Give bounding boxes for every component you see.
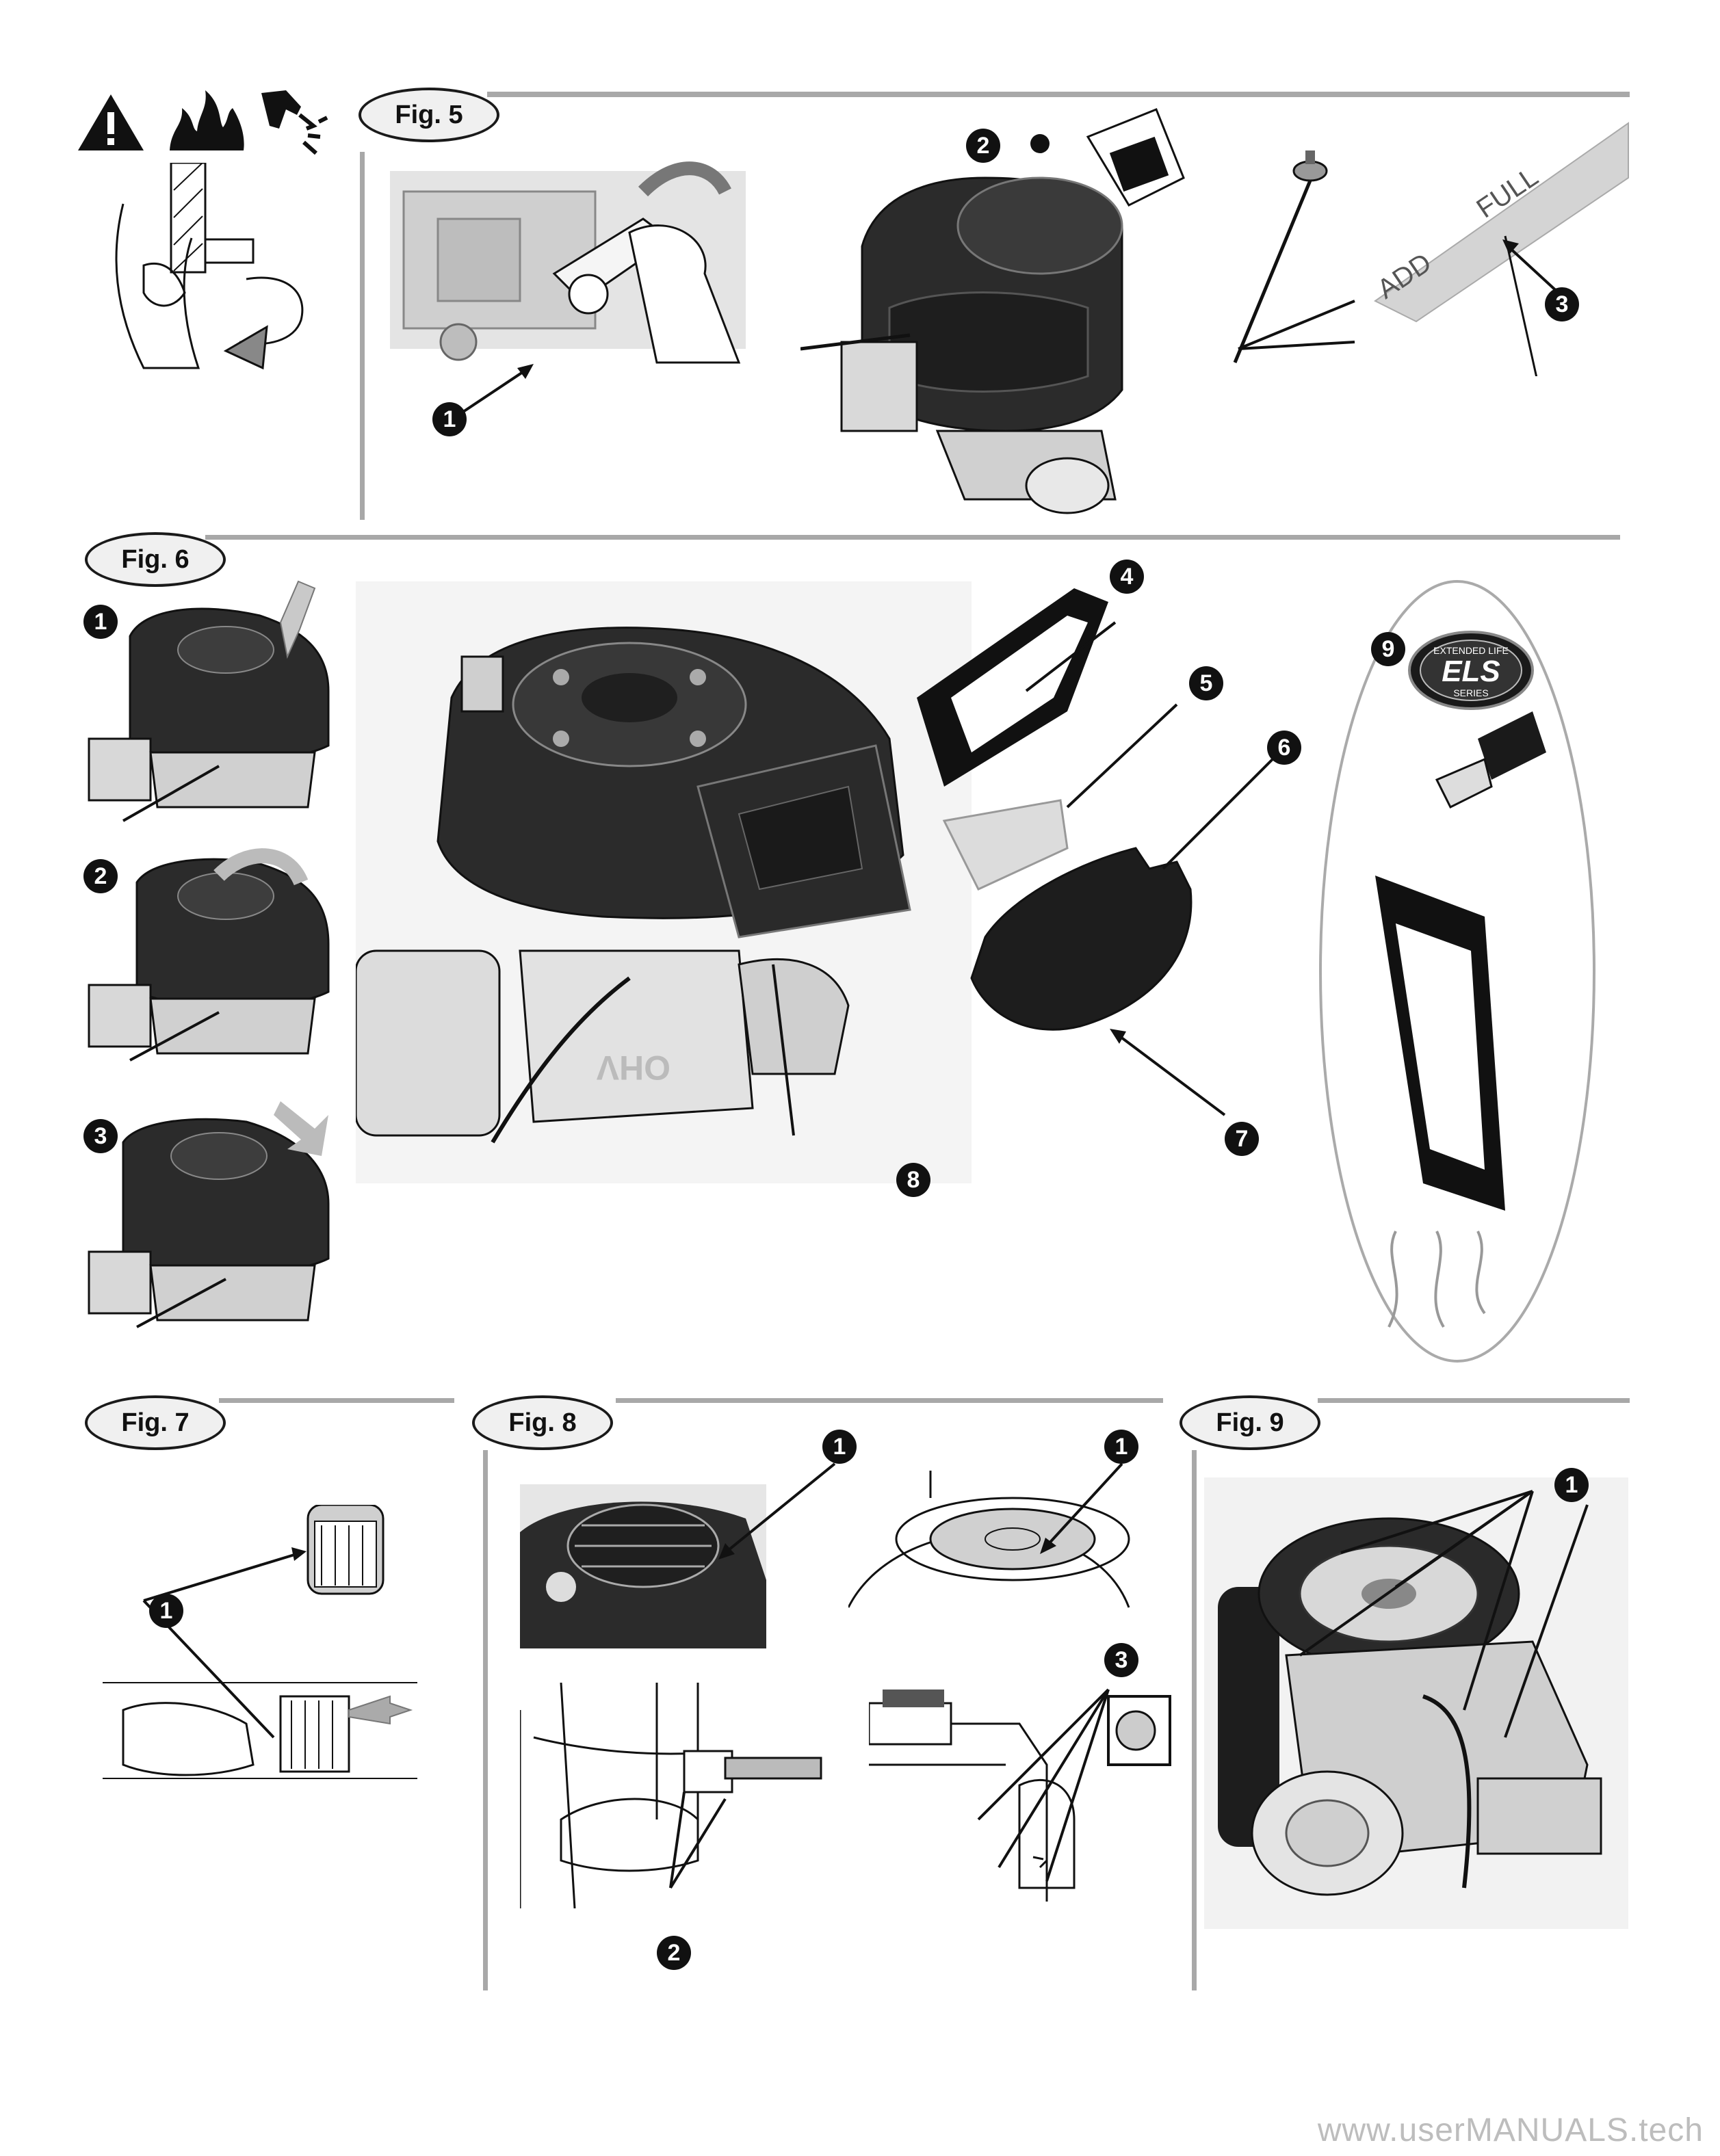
fig8-callout1-arrow-left: [718, 1462, 836, 1560]
fig7-callout-1: 1: [149, 1594, 183, 1628]
warning-triangle-icon: [78, 94, 144, 150]
fuel-line-illustration: [115, 163, 304, 370]
fig6-callout-5: 5: [1189, 666, 1223, 700]
fig6-label: Fig. 6: [85, 532, 226, 587]
fig6-els-oval-panel: EXTENDED LIFE ELS SERIES: [1319, 580, 1595, 1363]
fig5-engine-oil-fill-illustration: [800, 108, 1185, 514]
fig6-callout-3: 3: [83, 1119, 118, 1153]
fig8-label: Fig. 8: [472, 1395, 613, 1450]
fig5-arrow-3: [1502, 239, 1561, 295]
fig6-step2-engine: [88, 848, 330, 1062]
fig6-main-engine: OHV: [356, 581, 972, 1183]
fig6-callout-9: 9: [1371, 632, 1405, 666]
watermark-text: www.userMANUALS.tech: [1317, 2112, 1704, 2148]
fire-icon: [170, 90, 244, 150]
fig5-label: Fig. 5: [359, 88, 499, 142]
fig8-callout-2: 2: [657, 1936, 691, 1970]
fig6-step3-engine: [88, 1101, 330, 1328]
fig6-callout-6: 6: [1267, 731, 1301, 765]
fig5-callout-3: 3: [1545, 287, 1579, 321]
fig8-recoil-screen-illustration: [520, 1484, 766, 1648]
fig9-callout-1: 1: [1554, 1468, 1589, 1502]
fig8-carburetor-illustration: [869, 1688, 1171, 1902]
fig8-fuel-valve-illustration: [520, 1683, 822, 1908]
els-logo-top: EXTENDED LIFE: [1433, 645, 1509, 656]
fig6-callout-4: 4: [1110, 560, 1144, 594]
fig7-label: Fig. 7: [85, 1395, 226, 1450]
fig8-callout-1b: 1: [1104, 1430, 1138, 1464]
fig5-drain-plug-illustration: [390, 161, 746, 364]
fig5-dipstick-illustration: ADD FULL: [1233, 122, 1629, 376]
fig5-callout-1: 1: [432, 402, 467, 436]
fig6-step1-engine: [88, 580, 330, 822]
fig8-top-screen-illustration: [848, 1471, 1130, 1608]
fig6-callout-8: 8: [896, 1163, 930, 1197]
els-logo-main: ELS: [1442, 655, 1500, 688]
fig8-callout-1a: 1: [822, 1430, 857, 1464]
hand-burn-icon: [261, 90, 328, 155]
fig9-cooling-fins-illustration: [1204, 1477, 1628, 1929]
fig6-callout-7: 7: [1225, 1122, 1259, 1156]
fig8-callout-3: 3: [1104, 1643, 1138, 1677]
fig8-callout1-arrow-right: [1040, 1462, 1123, 1554]
els-logo-bottom: SERIES: [1453, 687, 1488, 698]
fig6-callout-2: 2: [83, 859, 118, 893]
engine-ohv-text: OHV: [596, 1049, 670, 1087]
fig6-callout-1: 1: [83, 605, 118, 639]
fig7-fuel-filter-illustration: [103, 1505, 417, 1779]
fig9-label: Fig. 9: [1180, 1395, 1320, 1450]
fig5-callout-2: 2: [966, 129, 1000, 163]
fig6-air-filter-exploded: [917, 588, 1274, 1116]
